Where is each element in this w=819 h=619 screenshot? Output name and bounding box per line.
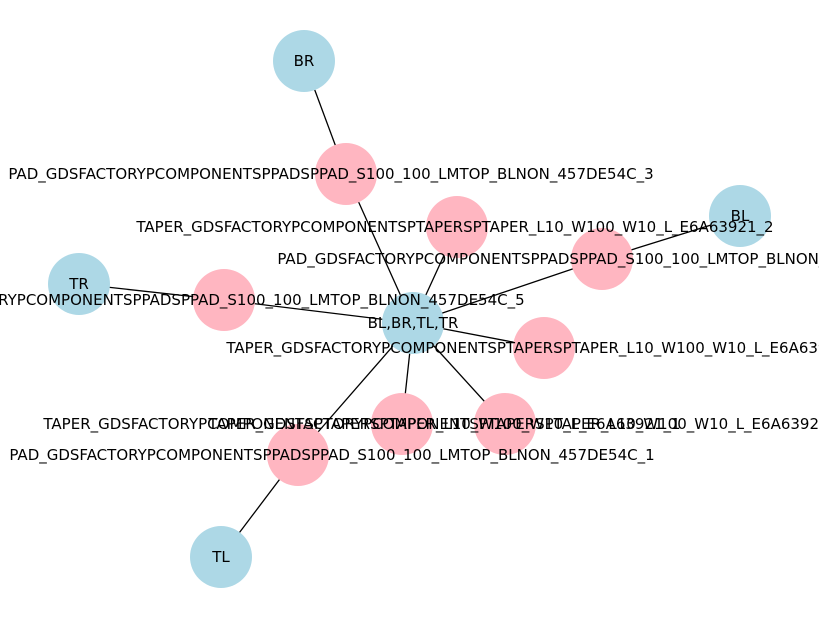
node-br[interactable] [273, 30, 335, 92]
labels-layer: BL,BR,TL,TR BR BL TR TL PAD_GDSFACTORYPCOMPON… [0, 52, 819, 566]
node-label-bl: BL [731, 207, 750, 225]
edge-hub-pad5 [223, 299, 414, 324]
node-label-taper2: TAPER_GDSFACTORYPCOMPONENTSPTAPERSPTAPER… [135, 218, 773, 237]
node-pad1[interactable] [267, 424, 329, 486]
node-pad_bl[interactable] [571, 228, 633, 290]
node-label-pad5: PAD_GDSFACTORYPCOMPONENTSPPADSPPAD_S100_… [0, 291, 525, 310]
node-tl[interactable] [190, 526, 252, 588]
node-label-taper_r: TAPER_GDSFACTORYPCOMPONENTSPTAPERSPTAPER… [225, 339, 819, 358]
node-label-tl: TL [211, 548, 230, 566]
node-tr[interactable] [48, 253, 110, 315]
node-label-pad1: PAD_GDSFACTORYPCOMPONENTSPPADSPPAD_S100_… [9, 446, 654, 465]
node-label-pad_bl: PAD_GDSFACTORYPCOMPONENTSPPADSPPAD_S100_… [277, 250, 819, 269]
node-taper_b[interactable] [474, 393, 536, 455]
node-label-taper_b: TAPER_GDSFACTORYPCOMPONENTSPTAPERSPTAPER… [207, 415, 819, 434]
node-label-br: BR [294, 52, 315, 70]
node-taper_r[interactable] [513, 317, 575, 379]
node-hub[interactable] [382, 292, 444, 354]
node-pad3[interactable] [315, 143, 377, 205]
node-bl[interactable] [709, 185, 771, 247]
node-taper_a[interactable] [371, 393, 433, 455]
node-label-hub: BL,BR,TL,TR [368, 314, 459, 332]
node-label-taper_a: TAPER_GDSFACTORYPCOMPONENTSPTAPERSPTAPER… [42, 415, 680, 434]
nodes-layer [48, 30, 771, 588]
node-label-tr: TR [68, 275, 89, 293]
node-pad5[interactable] [193, 269, 255, 331]
node-taper2[interactable] [426, 196, 488, 258]
node-label-pad3: PAD_GDSFACTORYPCOMPONENTSPPADSPPAD_S100_… [8, 165, 653, 184]
edge-hub-pad_bl [412, 258, 603, 324]
